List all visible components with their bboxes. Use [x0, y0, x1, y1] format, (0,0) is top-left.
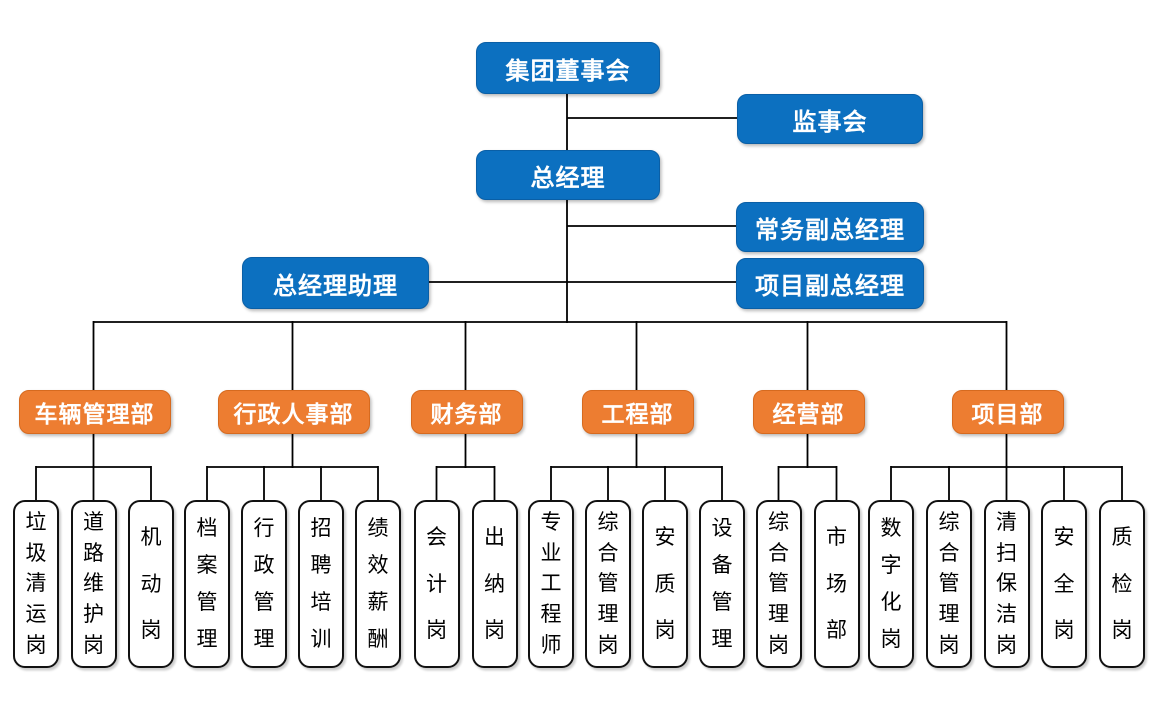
leaf-label: 综合管理岗 — [938, 510, 960, 658]
org-node-dept-vehicle-management: 车辆管理部 — [18, 390, 171, 434]
org-node-post-general-management-proj: 综合管理岗 — [926, 500, 972, 668]
org-node-post-equipment-management: 设备管理 — [699, 500, 745, 668]
org-node-post-safety-quality: 安质岗 — [642, 500, 688, 668]
org-node-dept-project: 项目部 — [951, 390, 1064, 434]
org-node-supervisory-board: 监事会 — [737, 94, 923, 144]
leaf-label: 清扫保洁岗 — [996, 510, 1017, 658]
leaf-label: 安质岗 — [654, 526, 676, 642]
leaf-label: 综合管理岗 — [597, 510, 619, 658]
leaf-label: 招聘培训 — [310, 517, 332, 651]
org-node-post-garbage-removal: 垃圾清运岗 — [13, 500, 59, 668]
org-node-post-cashier: 出纳岗 — [471, 500, 518, 668]
leaf-label: 垃圾清运岗 — [25, 510, 47, 658]
leaf-label: 会计岗 — [426, 526, 447, 642]
leaf-label: 设备管理 — [711, 517, 733, 651]
org-node-post-general-management-ops: 综合管理岗 — [755, 500, 802, 668]
leaf-label: 道路维护岗 — [83, 510, 104, 658]
org-node-post-mobile: 机动岗 — [128, 500, 174, 668]
org-node-post-performance-payroll: 绩效薪酬 — [355, 500, 401, 668]
org-node-executive-deputy-gm: 常务副总经理 — [736, 202, 924, 252]
org-node-dept-admin-hr: 行政人事部 — [217, 390, 370, 434]
leaf-label: 数字化岗 — [880, 517, 902, 651]
leaf-label: 市场部 — [826, 526, 847, 642]
org-node-post-professional-engineer: 专业工程师 — [528, 500, 574, 668]
leaf-label: 机动岗 — [140, 526, 162, 642]
org-node-post-digitalization: 数字化岗 — [868, 500, 914, 668]
leaf-label: 安全岗 — [1053, 526, 1075, 642]
org-node-post-general-management-eng: 综合管理岗 — [585, 500, 631, 668]
leaf-label: 行政管理 — [253, 517, 275, 651]
org-node-project-deputy-gm: 项目副总经理 — [736, 258, 924, 309]
org-node-post-archives-management: 档案管理 — [184, 500, 230, 668]
org-node-post-road-maintenance: 道路维护岗 — [70, 500, 117, 668]
org-node-post-sweeping-cleaning: 清扫保洁岗 — [983, 500, 1030, 668]
org-node-dept-engineering: 工程部 — [581, 390, 694, 434]
org-node-gm-assistant: 总经理助理 — [242, 257, 429, 309]
leaf-label: 专业工程师 — [540, 510, 562, 658]
org-node-post-accounting: 会计岗 — [413, 500, 460, 668]
org-node-post-quality-inspection: 质检岗 — [1099, 500, 1145, 668]
org-node-post-safety: 安全岗 — [1041, 500, 1087, 668]
leaf-label: 质检岗 — [1111, 526, 1133, 642]
org-node-board: 集团董事会 — [476, 42, 660, 94]
org-node-dept-operations: 经营部 — [752, 390, 865, 434]
leaf-label: 档案管理 — [196, 517, 218, 651]
org-node-general-manager: 总经理 — [476, 150, 660, 200]
org-node-dept-finance: 财务部 — [410, 390, 523, 434]
leaf-label: 绩效薪酬 — [367, 517, 389, 651]
org-node-post-recruit-training: 招聘培训 — [298, 500, 344, 668]
org-node-post-admin-management: 行政管理 — [241, 500, 287, 668]
org-node-post-market: 市场部 — [813, 500, 860, 668]
leaf-label: 综合管理岗 — [768, 510, 789, 658]
leaf-label: 出纳岗 — [484, 526, 505, 642]
